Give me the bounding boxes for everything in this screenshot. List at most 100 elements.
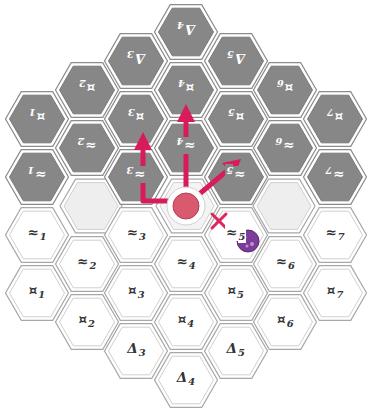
hex-label: ≈4 [153,253,219,270]
hex-number: 5 [226,106,234,119]
hex-symbol: ¤ [276,311,287,328]
hex-label: Δ3 [103,340,169,357]
hex-symbol: ¤ [284,79,295,96]
move-arrow [143,118,228,201]
hex-number: 2 [88,317,96,330]
hex-symbol: ≈ [283,137,296,154]
hex-symbol: ¤ [36,108,47,125]
hex-label: ≈3 [103,166,169,183]
hex-label: ¤2 [54,311,120,328]
hex-label: ¤6 [252,311,318,328]
hex-symbol: ¤ [28,282,39,299]
hex-symbol: ¤ [135,108,146,125]
hex-symbol: ≈ [324,224,337,241]
hex-label: ≈5 [203,224,269,241]
hex-symbol: Δ [225,340,237,357]
hex-label: ≈1 [4,166,70,183]
hex-number: 7 [336,288,344,301]
hex-symbol: ¤ [334,108,345,125]
blank-hex [253,179,315,233]
hex-symbol: ≈ [275,253,288,270]
hex-symbol: ¤ [77,311,88,328]
hex-label: ≈5 [203,166,269,183]
board-hex: ≈5 [203,148,269,206]
hex-number: 6 [275,135,283,148]
hex-symbol: ¤ [185,79,196,96]
hex-label: ≈3 [103,224,169,241]
player-piece [167,187,205,225]
hex-symbol: ≈ [76,253,89,270]
hex-number: 6 [288,259,296,272]
hex-number: 4 [189,259,197,272]
hex-label: ≈7 [302,166,368,183]
hex-number: 4 [175,135,183,148]
hex-label: Δ5 [203,50,269,67]
board-hex: ≈3 [103,148,169,206]
piece-hex [156,179,218,233]
hex-number: 7 [324,164,332,177]
hex-number: 4 [176,19,184,32]
board-hex: ≈7 [302,148,368,206]
hex-label: ¤5 [203,282,269,299]
hex-number: 3 [139,346,147,359]
hex-label: ¤1 [4,108,70,125]
hex-symbol: ≈ [84,137,97,154]
hex-number: 3 [126,48,134,61]
hex-number: 2 [89,259,97,272]
hex-symbol: ≈ [134,166,147,183]
hex-symbol: ¤ [177,311,188,328]
hex-label: Δ4 [153,21,219,38]
hex-label: ¤4 [153,311,219,328]
hex-label: ¤3 [103,108,169,125]
hex-label: ≈4 [153,137,219,154]
hex-symbol: Δ [184,21,196,38]
hex-symbol: Δ [233,50,245,67]
hex-number: 4 [188,375,196,388]
hex-number: 5 [237,288,245,301]
hex-symbol: ¤ [127,282,138,299]
hex-label: ¤1 [4,282,70,299]
hex-number: 1 [28,106,36,119]
hex-number: 3 [139,230,147,243]
hex-number: 6 [276,77,284,90]
hex-symbol: ≈ [175,253,188,270]
hex-number: 6 [287,317,295,330]
hex-symbol: ¤ [85,79,96,96]
hex-label: ≈2 [54,137,120,154]
hex-label: Δ4 [153,369,219,386]
hex-label: ¤3 [103,282,169,299]
hex-label: ¤7 [302,108,368,125]
hex-number: 1 [26,164,34,177]
hex-number: 4 [177,77,185,90]
hex-number: 3 [127,106,135,119]
board-hex: ≈1 [4,148,70,206]
hex-number: 7 [338,230,346,243]
hex-number: 5 [225,164,233,177]
hex-symbol: ≈ [26,224,39,241]
hex-symbol: ≈ [225,224,238,241]
hex-symbol: ≈ [332,166,345,183]
hex-label: ≈6 [252,137,318,154]
hex-number: 3 [126,164,134,177]
hex-label: ≈1 [4,224,70,241]
hex-label: ¤4 [153,79,219,96]
hex-number: 7 [326,106,334,119]
hex-symbol: ¤ [226,282,237,299]
hex-number: 2 [76,135,84,148]
hex-symbol: ≈ [34,166,47,183]
hex-number: 1 [40,230,48,243]
enemy-token [237,230,259,252]
hex-number: 2 [77,77,85,90]
hex-number: 5 [238,346,246,359]
hex-label: Δ5 [203,340,269,357]
hex-number: 5 [238,230,246,243]
hex-label: Δ3 [103,50,169,67]
hex-number: 1 [38,288,46,301]
hex-symbol: ¤ [234,108,245,125]
blocked-mark [212,214,226,228]
board-hex: Δ4 [153,351,219,409]
hex-label: ¤2 [54,79,120,96]
hex-symbol: ≈ [183,137,196,154]
